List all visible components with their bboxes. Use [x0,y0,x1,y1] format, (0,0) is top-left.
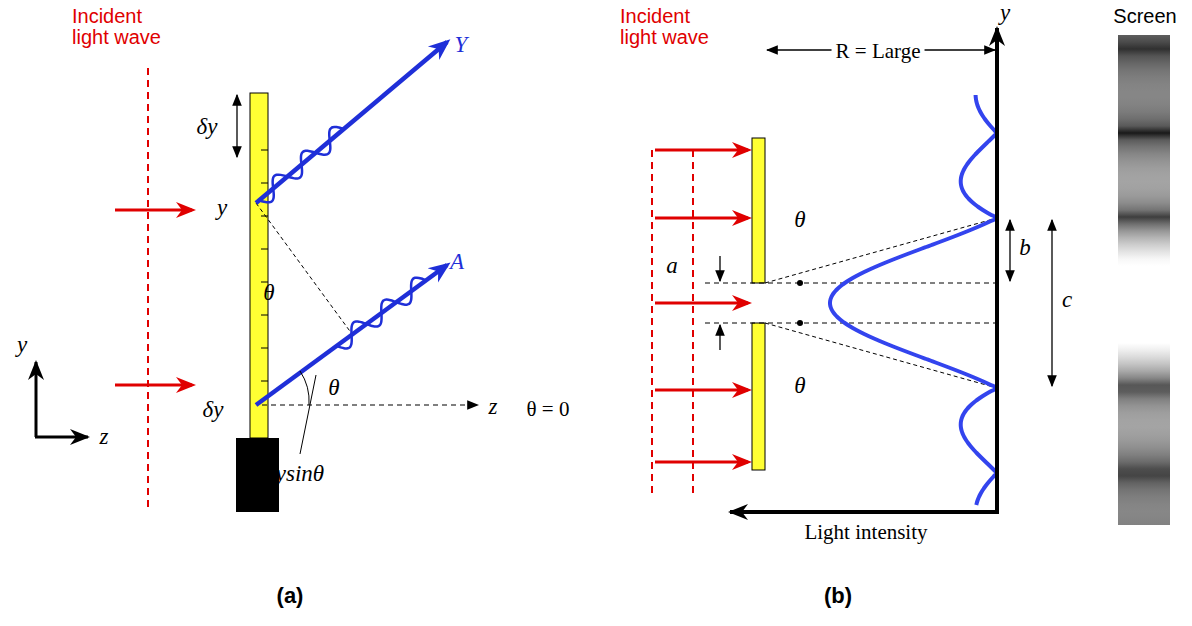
dimension-label: δy [197,115,218,139]
angle-label: θ [328,376,339,400]
slit-ticks [261,150,268,381]
distance-label: R = Large [832,40,925,62]
axis-y [995,28,999,514]
dimension-label: δy [203,398,224,422]
slit-edge-line [705,283,997,284]
angle-label: θ [794,208,805,232]
panel-caption: (b) [824,584,852,607]
incident-arrow [655,461,748,464]
wave-label: Incident light wave [72,6,184,48]
slit-barrier [236,438,279,512]
dimension-arrow [1009,220,1010,281]
incident-arrows [655,150,748,462]
dimension-label: a [666,254,678,278]
tick-mark [261,249,268,250]
path-difference-label: ysinθ [276,462,324,486]
ray-a [256,265,447,405]
angle-label: θ [263,281,274,305]
z-axis-dashed [262,404,478,405]
wavefront-line [651,150,653,495]
angle-arc [300,371,309,405]
incident-arrow [655,302,748,305]
angle-note: θ = 0 [527,398,570,420]
axis-label: z [100,425,109,449]
tick-mark [261,216,268,217]
dimension-label: b [1019,236,1031,260]
tick-mark [261,315,268,316]
slit-opening [250,93,268,438]
tick-mark [261,183,268,184]
wave-wiggle [259,127,344,202]
dimension-arrow [719,256,720,281]
incident-arrow [115,384,192,387]
incident-arrow [655,389,748,392]
perpendicular-line [256,203,352,334]
wavefront-line [692,150,694,495]
slit-barrier [752,323,765,470]
axis-intensity [730,510,999,514]
tick-mark [261,150,268,151]
tick-mark [261,348,268,349]
angle-label: θ [794,374,805,398]
ray-label: A [450,250,464,274]
angle-vertex [797,320,803,326]
wavefront-line [147,68,149,512]
screen-label: Screen [1113,6,1176,27]
slit-barrier [752,138,765,283]
dimension-label: c [1062,288,1072,312]
leader-line [300,375,316,454]
axis-label: Light intensity [804,521,927,543]
position-label: y [217,196,227,220]
screen-pattern [1118,35,1170,525]
ray-label: Y [455,33,468,57]
angle-vertex [797,280,803,286]
axis-label: y [1000,1,1010,25]
axis-label: z [489,395,498,419]
axis-y [35,362,38,437]
panel-caption: (a) [277,584,304,607]
incident-arrow [655,217,748,220]
dimension-arrow [719,325,720,350]
incident-arrow [655,149,748,152]
incident-arrow [115,209,192,212]
ray-y [256,42,447,203]
wave-wiggle [337,278,427,349]
intensity-curve [830,95,997,505]
slit-edge-line [705,323,997,324]
dimension-arrow [1051,220,1052,386]
dimension-arrow [236,95,237,157]
axis-z [35,436,88,439]
axis-label: y [17,333,27,357]
tick-mark [261,381,268,382]
wave-label: Incident light wave [620,6,732,48]
